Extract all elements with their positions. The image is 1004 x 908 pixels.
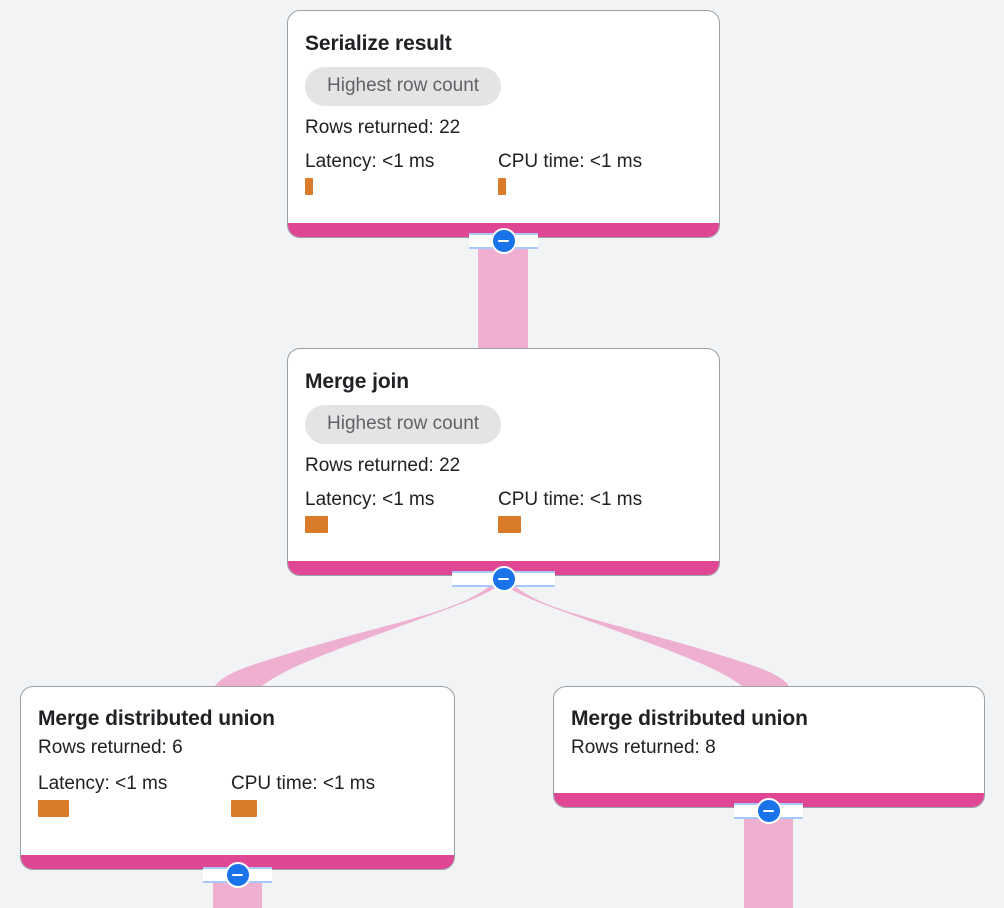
minus-glyph (498, 578, 509, 580)
minus-glyph (498, 240, 509, 242)
metric-cpu-time-label: CPU time: <1 ms (498, 151, 643, 172)
toggle-merge-join-group[interactable] (452, 566, 555, 592)
toggle-merge-distributed-union-right-group[interactable] (734, 798, 803, 824)
metric-cpu-time: CPU time: <1 ms (498, 150, 642, 195)
minus-circle-icon[interactable] (755, 798, 782, 824)
metric-latency-label: Latency: <1 ms (305, 489, 435, 510)
node-rows-returned: Rows returned: 6 (38, 737, 183, 758)
node-rows-returned: Rows returned: 22 (305, 117, 461, 138)
minus-circle-icon[interactable] (490, 228, 517, 254)
minus-glyph (763, 810, 774, 812)
metric-cpu-time-label: CPU time: <1 ms (498, 489, 643, 510)
node-body: Serialize result Highest row count Rows … (288, 11, 719, 207)
metric-cpu-time-bar (498, 516, 521, 533)
metric-cpu-time: CPU time: <1 ms (231, 772, 375, 817)
metric-latency-label: Latency: <1 ms (38, 773, 168, 794)
edge-serialize-to-merge-join (478, 238, 528, 348)
metric-latency: Latency: <1 ms (38, 772, 231, 817)
node-rows-returned: Rows returned: 22 (305, 455, 461, 476)
metric-latency-label: Latency: <1 ms (305, 151, 435, 172)
edge-merge-join-to-left-union (215, 578, 504, 686)
metric-cpu-time-label: CPU time: <1 ms (231, 773, 376, 794)
toggle-rail-right (247, 867, 272, 883)
node-title: Merge distributed union (38, 707, 275, 730)
node-body: Merge distributed union Rows returned: 8 (554, 687, 984, 772)
metric-cpu-time-bar (498, 178, 506, 195)
edge-right-union-downward (744, 814, 793, 908)
minus-circle-icon[interactable] (224, 862, 251, 888)
metric-cpu-time-bar (231, 800, 257, 817)
node-rows-returned: Rows returned: 8 (571, 737, 716, 758)
metric-latency-bar (305, 178, 313, 195)
node-body: Merge distributed union Rows returned: 6… (21, 687, 454, 829)
metric-latency: Latency: <1 ms (305, 150, 498, 195)
toggle-rail-left (452, 571, 494, 587)
toggle-serialize-result-group[interactable] (469, 228, 538, 254)
toggle-merge-distributed-union-left-group[interactable] (203, 862, 272, 888)
toggle-rail-right (778, 803, 803, 819)
node-chip-highest-row-count: Highest row count (305, 67, 502, 106)
node-chip-highest-row-count: Highest row count (305, 405, 502, 444)
node-serialize-result[interactable]: Serialize result Highest row count Rows … (287, 10, 720, 238)
metric-latency: Latency: <1 ms (305, 488, 498, 533)
node-metrics: Latency: <1 ms CPU time: <1 ms (38, 772, 437, 817)
node-title: Merge join (305, 370, 410, 393)
toggle-rail-right (513, 571, 555, 587)
node-body: Merge join Highest row count Rows return… (288, 349, 719, 545)
metric-latency-bar (305, 516, 328, 533)
node-metrics: Latency: <1 ms CPU time: <1 ms (305, 150, 702, 195)
node-metrics: Latency: <1 ms CPU time: <1 ms (305, 488, 702, 533)
node-merge-distributed-union-right[interactable]: Merge distributed union Rows returned: 8 (553, 686, 985, 808)
metric-latency-bar (38, 800, 69, 817)
node-merge-distributed-union-left[interactable]: Merge distributed union Rows returned: 6… (20, 686, 455, 870)
minus-glyph (232, 874, 243, 876)
node-merge-join[interactable]: Merge join Highest row count Rows return… (287, 348, 720, 576)
minus-circle-icon[interactable] (490, 566, 517, 592)
metric-cpu-time: CPU time: <1 ms (498, 488, 642, 533)
toggle-rail-right (513, 233, 538, 249)
edge-merge-join-to-right-union (500, 578, 789, 686)
node-title: Serialize result (305, 32, 452, 55)
node-title: Merge distributed union (571, 707, 808, 730)
